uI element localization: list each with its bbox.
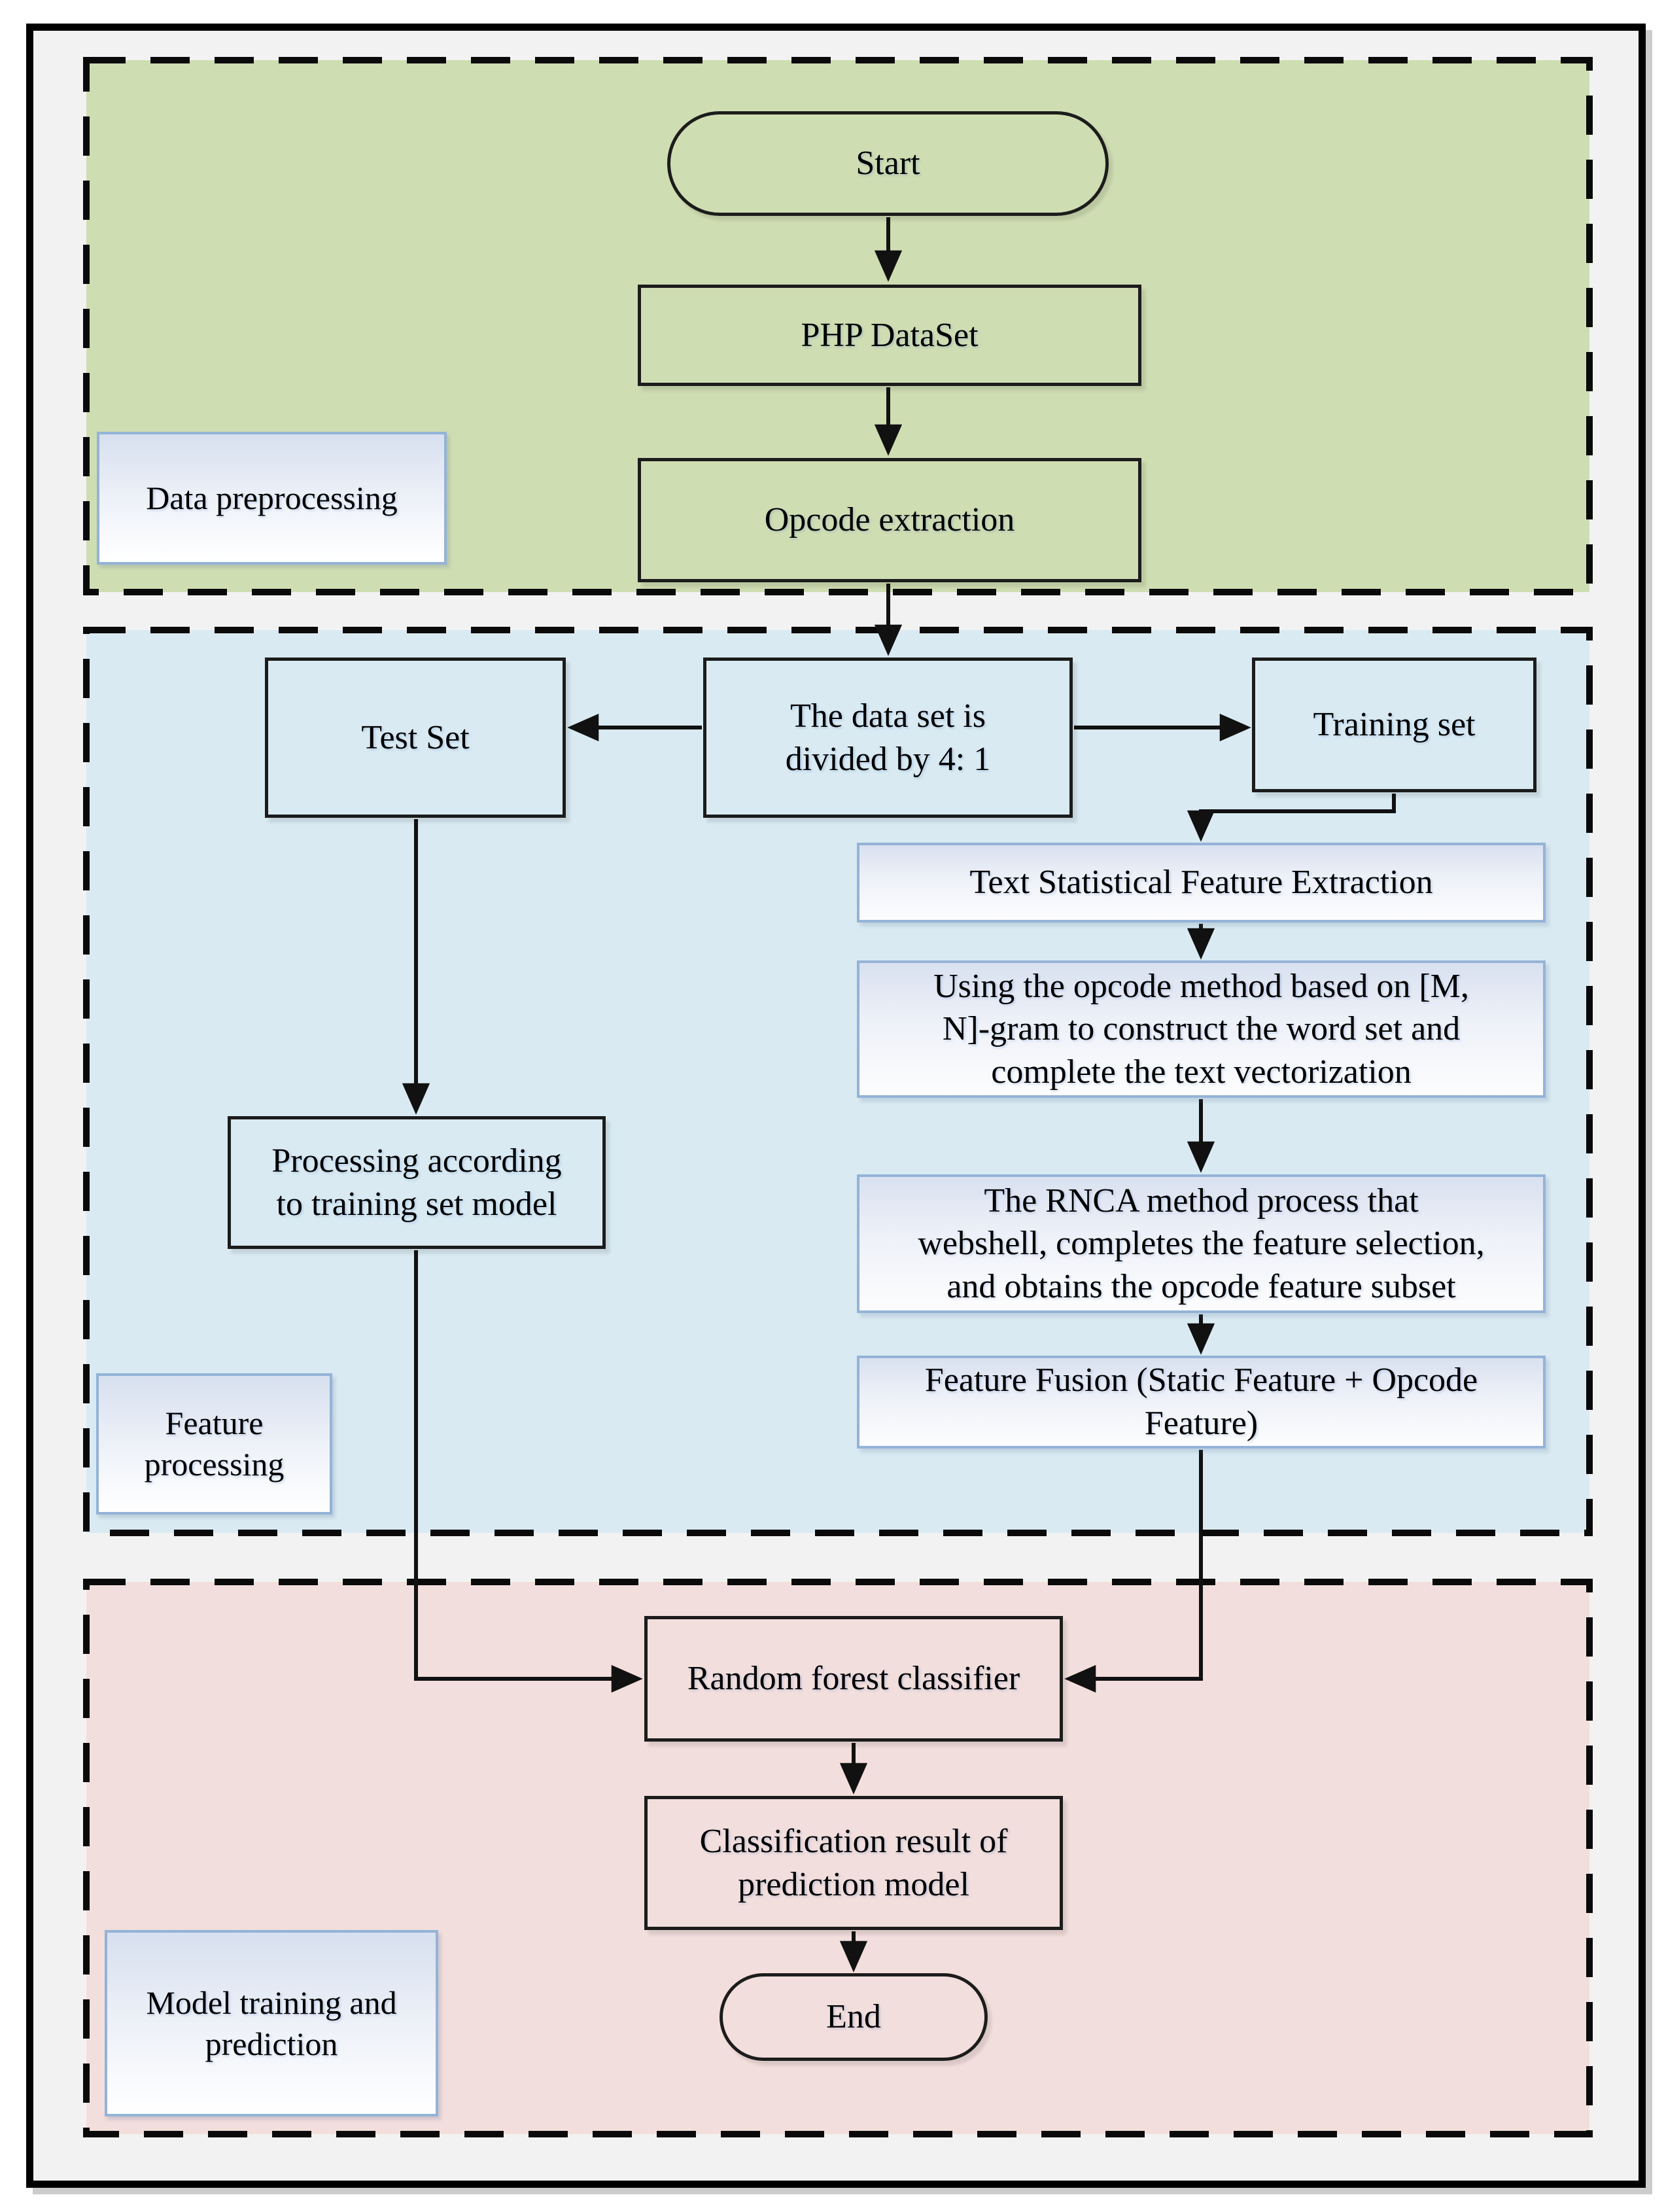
node-random-forest-classifier: Random forest classifier [644,1616,1063,1742]
node-test-set: Test Set [265,658,566,818]
node-text-stat-label: Text Statistical Feature Extraction [969,864,1433,902]
node-rf-label: Random forest classifier [687,1660,1020,1698]
node-start: Start [667,111,1109,216]
node-ngram-vectorization: Using the opcode method based on [M, N]-… [857,960,1546,1098]
flow-connectors [402,217,1396,1973]
node-php-dataset-label: PHP DataSet [801,316,979,354]
arrow-processing-to-rf [414,1250,643,1693]
node-fusion-line1: Feature Fusion (Static Feature + Opcode [924,1361,1478,1399]
section-label-text: Model training and [146,1984,397,2021]
node-fusion-line2: Feature) [1144,1405,1258,1442]
node-end: End [720,1973,988,2061]
node-rnca-feature-selection: The RNCA method process that webshell, c… [857,1174,1546,1313]
node-processing-line2: to training set model [276,1185,557,1223]
node-processing-line1: Processing according [271,1142,562,1180]
section-label-text: prediction [205,2025,338,2062]
node-opcode-extraction-label: Opcode extraction [764,501,1015,539]
arrow-training-to-textstat [1187,794,1396,842]
node-end-label: End [826,1998,881,2036]
node-start-label: Start [856,145,920,183]
node-feature-fusion: Feature Fusion (Static Feature + Opcode … [857,1356,1546,1448]
node-rnca-line2: webshell, completes the feature selectio… [918,1225,1485,1263]
node-classification-result: Classification result of prediction mode… [644,1796,1063,1930]
section-label-feature-processing: Feature processing [96,1373,332,1515]
node-training-set: Training set [1252,658,1536,792]
node-text-statistical-feature-extraction: Text Statistical Feature Extraction [857,843,1546,922]
node-training-set-label: Training set [1313,706,1476,744]
section-label-model-training: Model training and prediction [105,1930,438,2116]
node-data-split: The data set is divided by 4: 1 [703,658,1073,818]
node-rnca-line3: and obtains the opcode feature subset [946,1267,1456,1305]
node-test-set-label: Test Set [361,718,470,756]
node-classification-line1: Classification result of [699,1822,1008,1860]
node-php-dataset: PHP DataSet [638,285,1141,386]
section-label-data-preprocessing: Data preprocessing [97,432,447,565]
section-label-text: processing [144,1446,285,1483]
arrow-fusion-to-rf [1064,1450,1203,1693]
node-ngram-line2: N]-gram to construct the word set and [942,1010,1461,1048]
node-ngram-line3: complete the text vectorization [991,1053,1412,1091]
node-classification-line2: prediction model [738,1865,969,1903]
section-label-text: Data preprocessing [146,480,398,516]
node-rnca-line1: The RNCA method process that [984,1182,1419,1220]
node-data-split-line2: divided by 4: 1 [785,740,991,778]
node-data-split-line1: The data set is [790,697,986,735]
node-ngram-line1: Using the opcode method based on [M, [933,967,1469,1005]
node-opcode-extraction: Opcode extraction [638,458,1141,582]
node-processing-training-model: Processing according to training set mod… [228,1116,606,1249]
section-label-text: Feature [165,1405,264,1441]
